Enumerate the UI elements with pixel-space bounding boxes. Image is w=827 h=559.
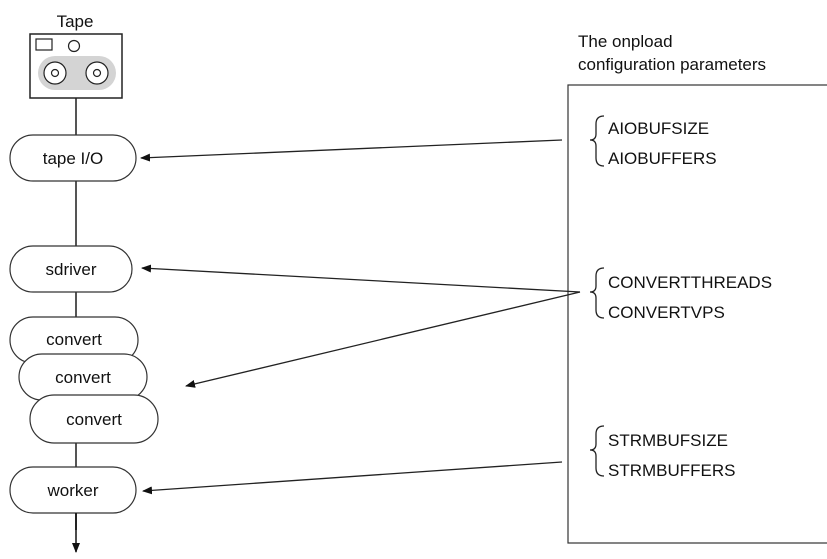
node-convert-3: convert [29, 394, 159, 444]
node-label: worker [46, 481, 98, 500]
node-worker: worker [9, 466, 137, 514]
parameters-panel [567, 84, 827, 544]
node-convert-2: convert [18, 353, 148, 401]
param-aiobufsize: AIOBUFSIZE [608, 119, 709, 138]
param-strmbuffers: STRMBUFFERS [608, 461, 736, 480]
brace [589, 267, 605, 319]
brace [589, 115, 605, 167]
param-group-aio: AIOBUFSIZE AIOBUFFERS [589, 115, 717, 168]
panel-title-line1: The onpload [578, 32, 673, 51]
node-label: convert [46, 330, 102, 349]
node-tape-io: tape I/O [9, 134, 137, 182]
param-convertvps: CONVERTVPS [608, 303, 725, 322]
tape-label: Tape [57, 12, 94, 31]
node-label: tape I/O [43, 149, 103, 168]
brace [589, 425, 605, 477]
param-convertthreads: CONVERTTHREADS [608, 273, 772, 292]
node-label: convert [66, 410, 122, 429]
param-aiobuffers: AIOBUFFERS [608, 149, 717, 168]
arrow-convert-to-sdriver [141, 264, 581, 293]
arrow-aio-to-tape-io [140, 139, 563, 162]
arrow-strm-to-worker [142, 461, 563, 495]
param-group-strm: STRMBUFSIZE STRMBUFFERS [589, 425, 736, 480]
node-label: sdriver [45, 260, 96, 279]
panel-title-line2: configuration parameters [578, 55, 766, 74]
arrow-convert-to-convert [185, 291, 581, 388]
node-sdriver: sdriver [9, 245, 133, 293]
param-group-convert: CONVERTTHREADS CONVERTVPS [589, 267, 772, 322]
node-label: convert [55, 368, 111, 387]
tape-icon [29, 33, 123, 99]
param-strmbufsize: STRMBUFSIZE [608, 431, 728, 450]
